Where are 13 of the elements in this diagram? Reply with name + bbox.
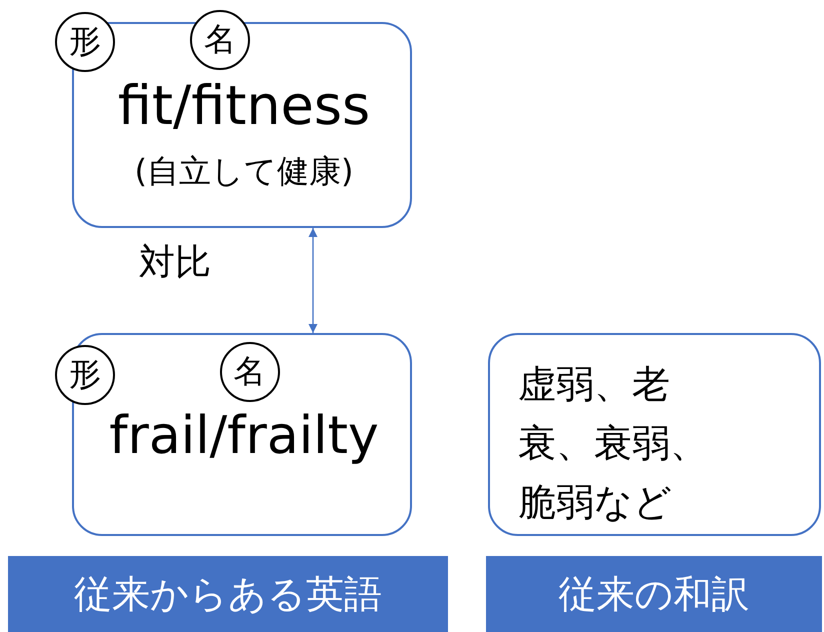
category-band: 従来からある英語 xyxy=(8,556,448,632)
process-box xyxy=(72,22,412,228)
process-box xyxy=(488,333,821,536)
category-band: 従来の和訳 xyxy=(486,556,822,632)
node-text: 虚弱、老衰、衰弱、脆弱など xyxy=(518,361,708,526)
node-subtitle: (自立して健康) xyxy=(134,152,354,190)
circle-marker: 形 xyxy=(55,345,115,405)
node-title: frail/frailty xyxy=(108,405,380,468)
process-box xyxy=(72,333,412,536)
circle-marker: 名 xyxy=(220,342,280,402)
circle-marker: 形 xyxy=(55,12,115,72)
double-arrow xyxy=(308,228,318,333)
node-title: fit/fitness xyxy=(116,74,372,139)
